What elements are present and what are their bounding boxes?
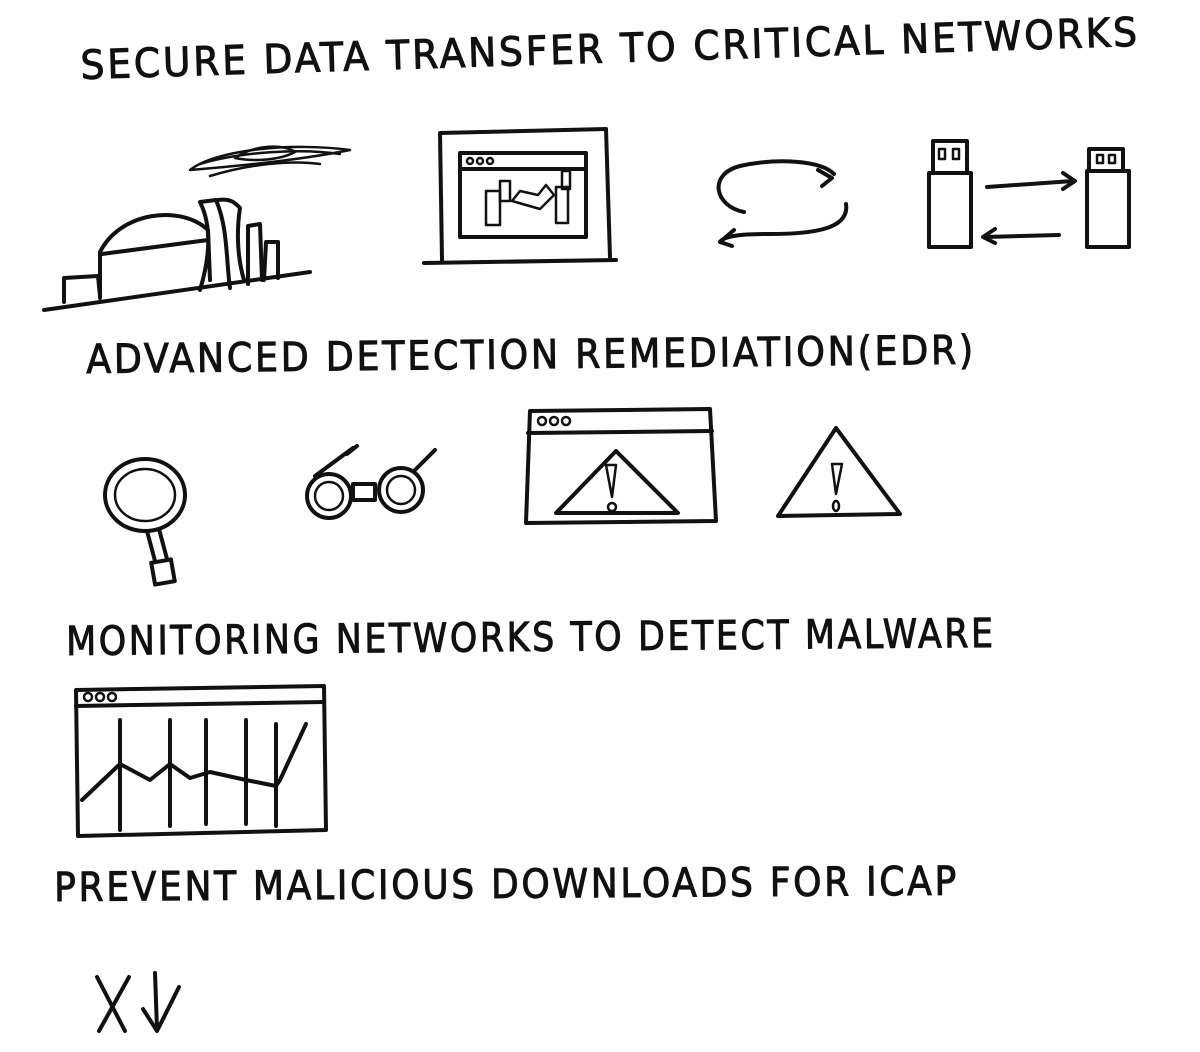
browser-warning-icon [524, 407, 718, 525]
browser-window-icon [422, 127, 618, 265]
heading-monitoring-networks: MONITORING NETWORKS TO DETECT MALWARE [65, 610, 997, 665]
sync-arrows-icon [716, 159, 849, 248]
magnifying-glass-icon [103, 457, 187, 587]
heading-secure-data-transfer: SECURE DATA TRANSFER TO CRITICAL NETWORK… [79, 9, 1141, 89]
heading-prevent-malicious-downloads: PREVENT MALICIOUS DOWNLOADS FOR ICAP [53, 858, 960, 911]
blocked-download-icon [95, 971, 181, 1033]
usb-transfer-icon [927, 139, 1131, 249]
monitoring-chart-window-icon [74, 684, 328, 838]
heading-advanced-detection: ADVANCED DETECTION REMEDIATION(EDR) [85, 327, 977, 383]
power-plant-icon [42, 145, 352, 312]
warning-triangle-icon [776, 426, 902, 518]
glasses-icon [305, 444, 437, 520]
